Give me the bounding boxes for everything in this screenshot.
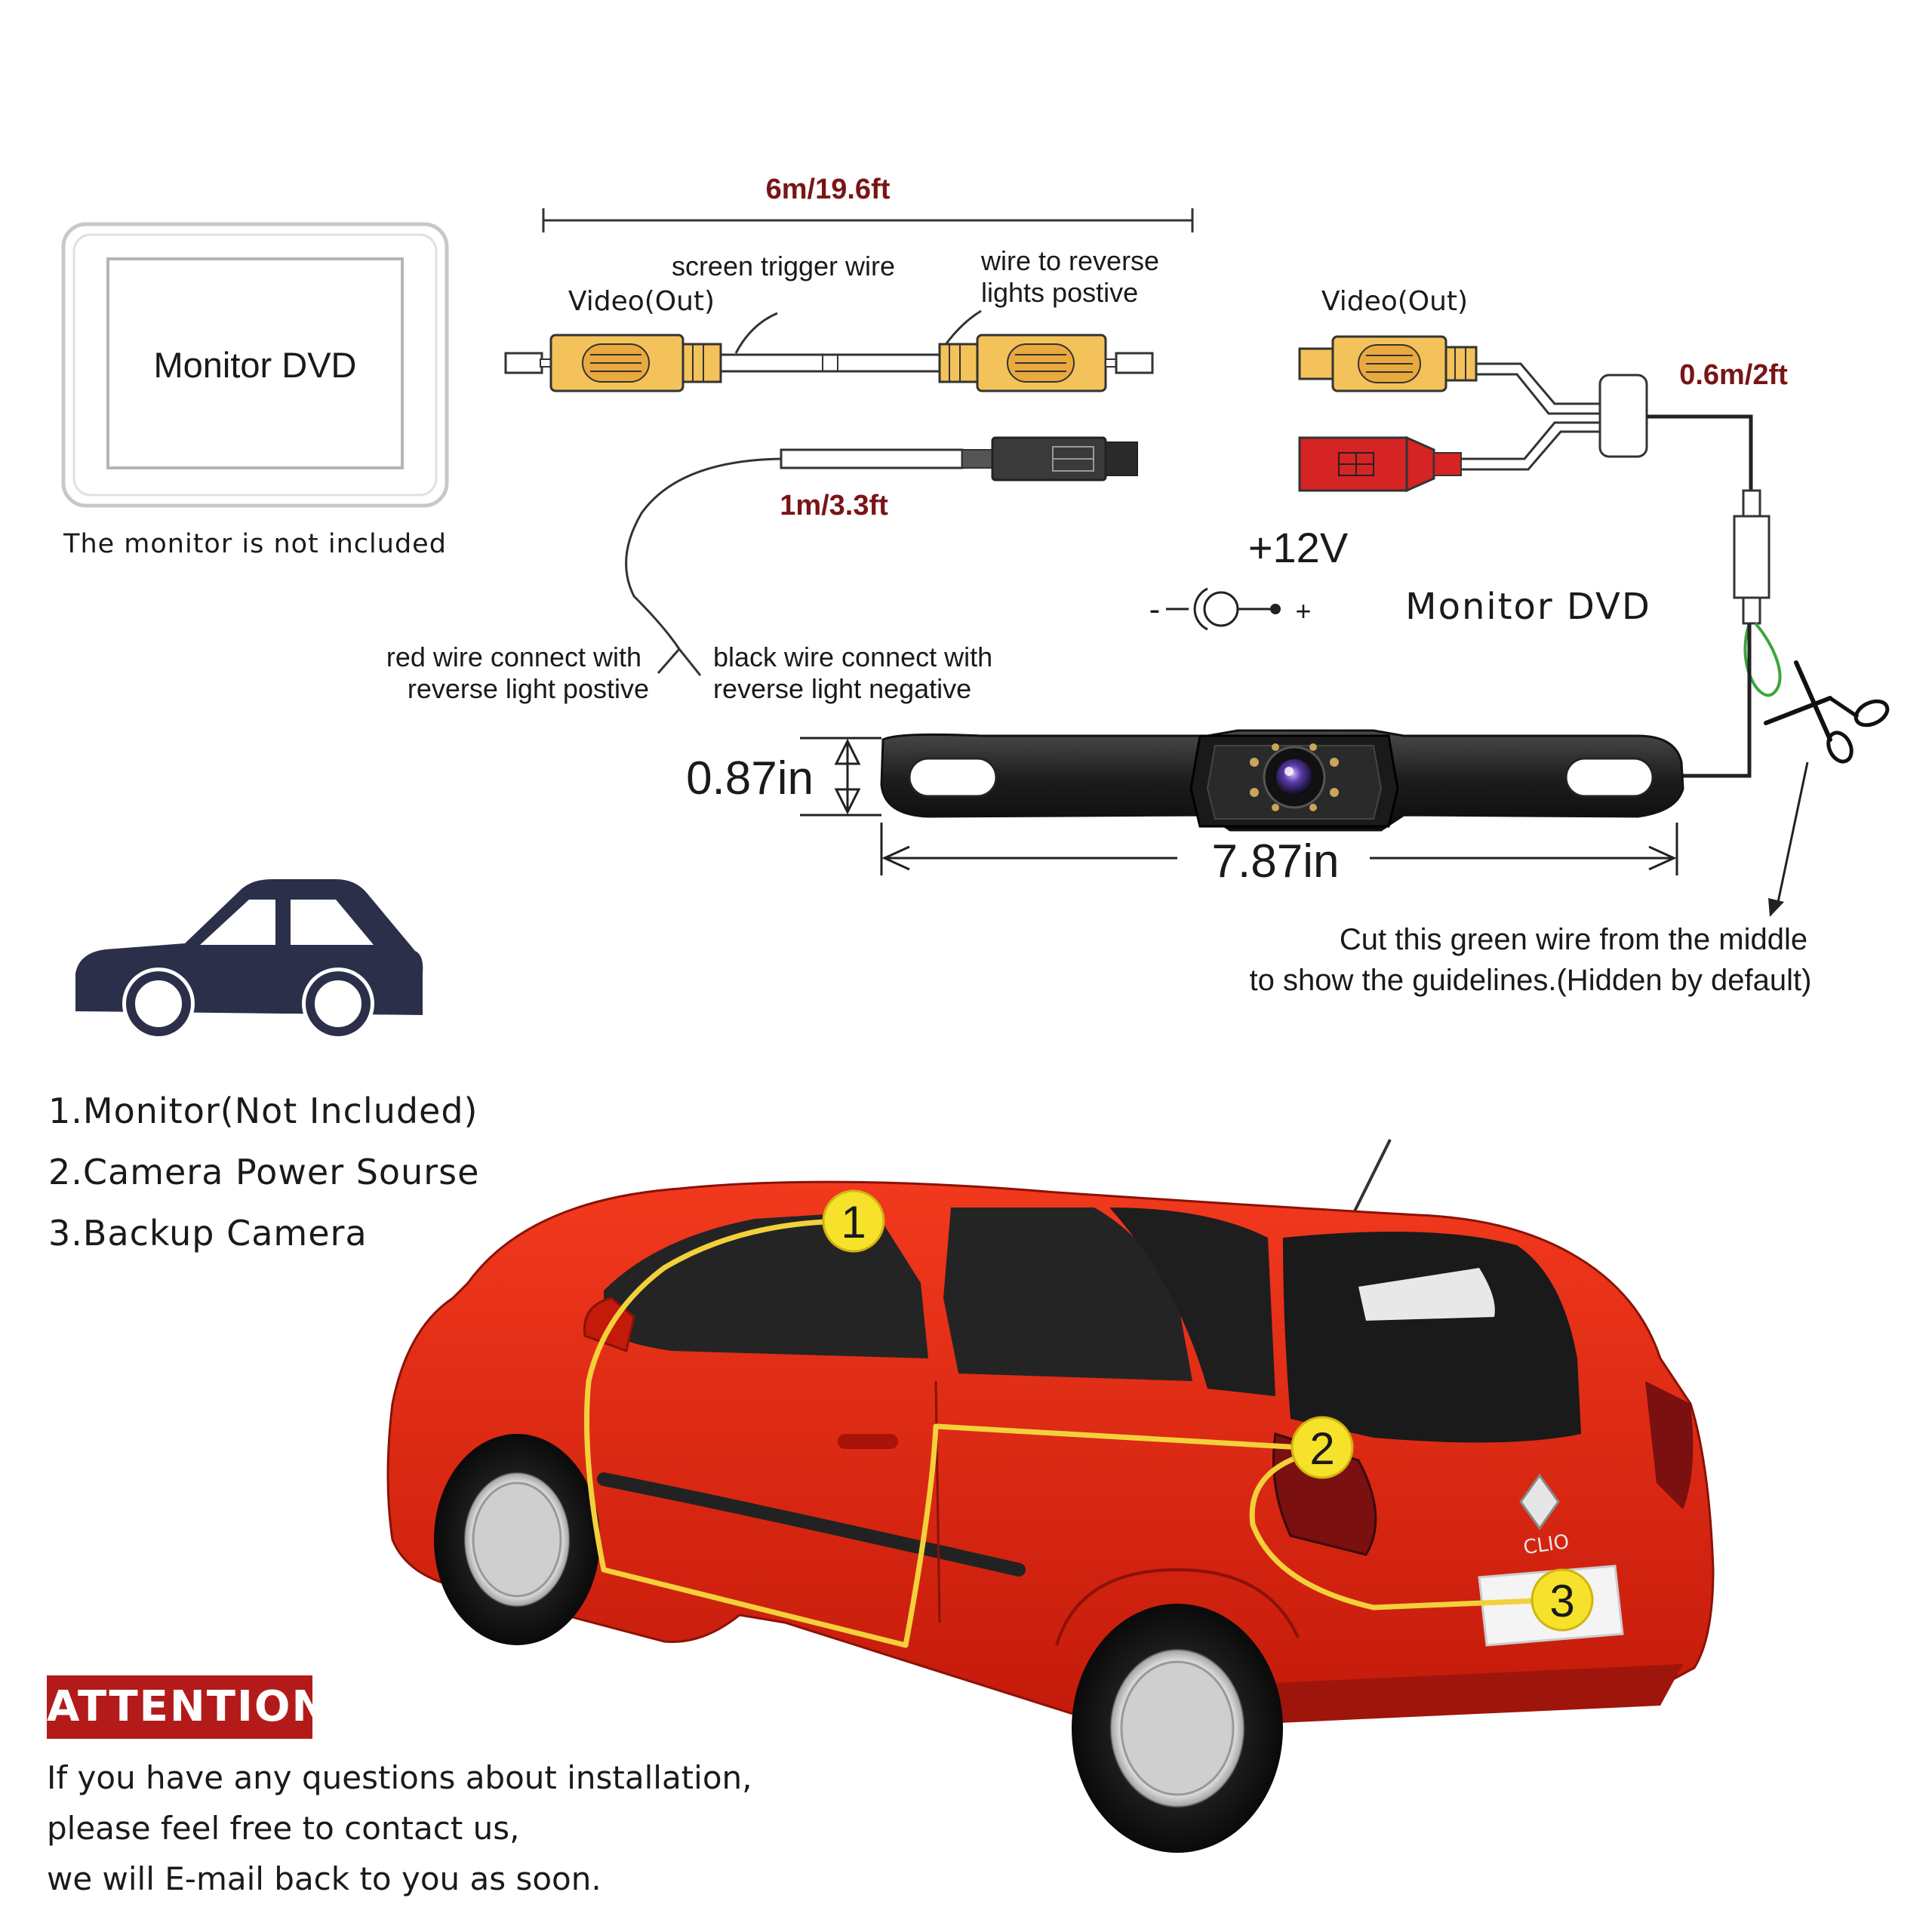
extension-cable: 6m/19.6ft Video(Out) screen trigger wire… [386,174,1194,704]
camera-height-label: 0.87in [686,752,814,804]
attention-line-1: If you have any questions about installa… [47,1759,752,1796]
polarity-plus: + [1295,595,1311,626]
voltage-label: +12V [1248,524,1349,571]
svg-text:1: 1 [841,1197,866,1247]
green-wire-note-line1: Cut this green wire from the middle [1340,923,1807,956]
red-wire-line1: red wire connect with [386,641,641,672]
red-wire-line2: reverse light postive [408,673,649,704]
attention-line-3: we will E-mail back to you as soon. [47,1860,601,1897]
cable-length-label: 6m/19.6ft [766,174,891,205]
reverse-wire-label-line2: lights postive [981,277,1138,308]
power-lead [625,436,1138,676]
green-wire-pointer [1776,761,1809,906]
monitor-illustration: Monitor DVD The monitor is not included [61,222,449,559]
camera-width-label: 7.87in [1212,835,1340,888]
black-wire-line2: reverse light negative [713,673,971,704]
monitor-bezel-inner [72,233,438,497]
right-rca-connector [938,334,1154,392]
attention-title: ATTENTION [47,1675,327,1739]
polarity-minus: - [1149,591,1161,628]
attention-message: If you have any questions about installa… [47,1752,877,1904]
route-marker-2: 2 [1291,1416,1354,1479]
harness-video-out-label: Video(Out) [1321,286,1468,317]
monitor-screen [106,257,404,469]
harness-junction [1598,374,1648,458]
black-wire-line1: black wire connect with [713,641,992,672]
route-marker-3: 3 [1531,1568,1594,1632]
legend-item-power-source: 2.Camera Power Sourse [48,1152,480,1192]
car-icon [75,879,423,1040]
dc-polarity-icon: - + [1149,587,1312,631]
harness-monitor-label: Monitor DVD [1405,586,1651,628]
reverse-wire-label-line1: wire to reverse [980,245,1159,276]
green-guideline-wire [1743,622,1782,697]
route-marker-1: 1 [822,1189,885,1253]
svg-text:3: 3 [1549,1576,1574,1626]
attention-line-2: please feel free to contact us, [47,1810,520,1847]
component-legend: 1.Monitor(Not Included) 2.Camera Power S… [48,1081,479,1264]
trigger-wire-label: screen trigger wire [672,251,895,281]
power-lead-length-label: 1m/3.3ft [780,490,888,521]
left-rca-connector [504,334,722,392]
license-plate-camera [880,729,1684,832]
camera-harness: Video(Out) 0.6m/2ft [686,286,1890,997]
wiring-route [584,1218,1555,1648]
monitor-caption: The monitor is not included [63,529,447,559]
green-wire-note-line2: to show the guidelines.(Hidden by defaul… [1250,964,1812,997]
scissors-icon [1764,660,1890,764]
extension-video-out-label: Video(Out) [568,286,715,317]
legend-item-backup-camera: 3.Backup Camera [48,1213,368,1254]
green-wire-pointer-head [1768,898,1784,917]
trigger-wire-pointer [734,312,778,354]
legend-item-monitor: 1.Monitor(Not Included) [48,1091,478,1131]
monitor-screen-label: Monitor DVD [153,345,356,385]
svg-text:2: 2 [1309,1423,1334,1474]
red-car-illustration: CLIO 1 2 3 [386,1139,1715,1853]
harness-length-label: 0.6m/2ft [1679,359,1788,391]
extension-cable-body [719,353,941,373]
